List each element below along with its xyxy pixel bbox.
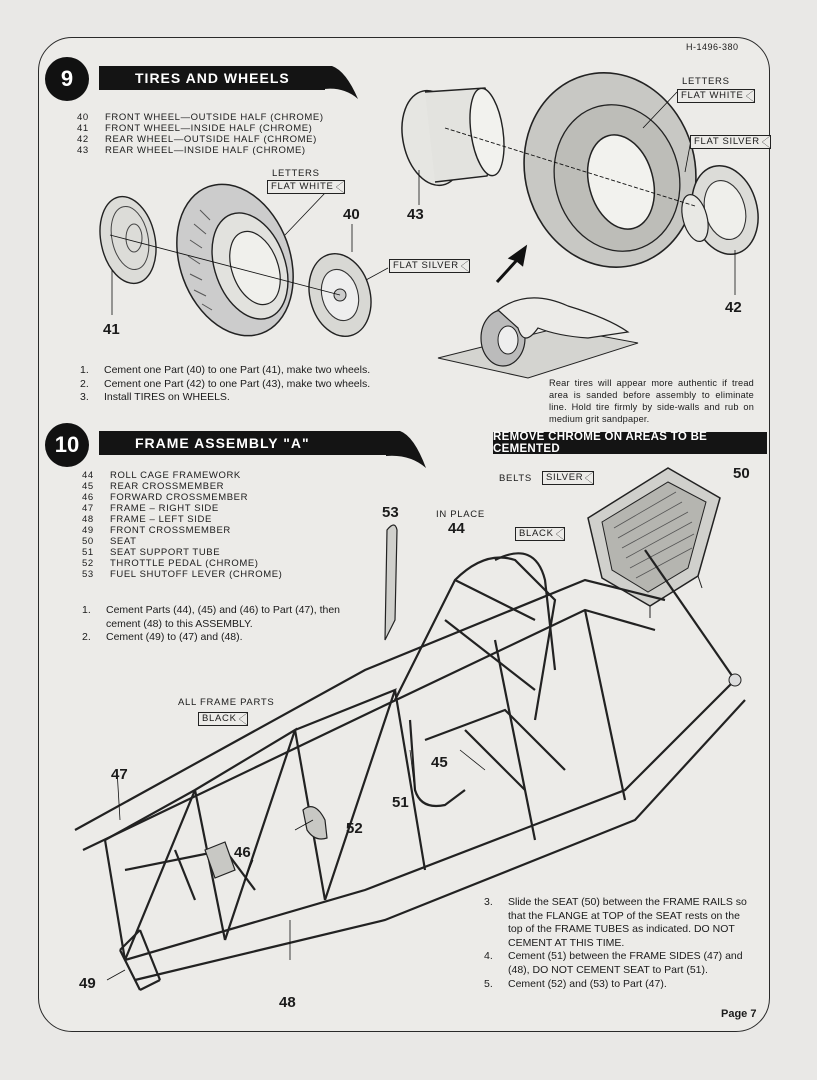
flat-white-tag-rear: FLAT WHITE [677,89,755,103]
part-label-49: 49 [79,975,96,992]
frame-illustration [74,524,746,991]
step-row: 3.Slide the SEAT (50) between the FRAME … [484,896,747,949]
step-row: 1.Cement Parts (44), (45) and (46) to Pa… [82,604,341,630]
step-10-badge: 10 [45,423,89,467]
part-label-48: 48 [279,994,296,1011]
document-code: H-1496-380 [686,42,739,52]
step-row: 4.Cement (51) between the FRAME SIDES (4… [484,950,743,976]
part-label-40: 40 [343,206,360,223]
remove-chrome-banner: REMOVE CHROME ON AREAS TO BE CEMENTED [493,431,767,455]
sanding-illustration [437,297,639,379]
flat-white-tag-front: FLAT WHITE [267,180,345,194]
step-row: 3.Install TIRES on WHEELS. [80,391,230,404]
part-label-52: 52 [346,820,363,837]
letters-label-rear: LETTERS [682,76,730,87]
section-10-steps-a: 1.Cement Parts (44), (45) and (46) to Pa… [82,604,342,645]
step-9-badge: 9 [45,57,89,101]
step-row: 5.Cement (52) and (53) to Part (47). [484,977,667,990]
sanding-note: Rear tires will appear more authentic if… [549,378,754,424]
part-label-43: 43 [407,206,424,223]
step-row: 2.Cement one Part (42) to one Part (43),… [80,377,371,390]
part-label-45: 45 [431,754,448,771]
silver-tag: SILVER [542,471,595,485]
step-row: 2.Cement (49) to (47) and (48). [82,631,243,644]
part-label-41: 41 [103,321,120,338]
seat-illustration [587,467,721,618]
banner-arrow-9 [318,66,358,99]
section-10-steps-b: 3.Slide the SEAT (50) between the FRAME … [484,896,756,991]
all-frame-parts-label: ALL FRAME PARTS [178,697,275,708]
flat-silver-tag-front: FLAT SILVER [389,259,470,273]
part-label-47: 47 [111,766,128,783]
banner-arrow-10 [386,431,426,468]
part-label-50: 50 [733,465,750,482]
part-label-42: 42 [725,299,742,316]
page-number: Page 7 [721,1008,757,1020]
part-label-51: 51 [392,794,409,811]
part-label-46: 46 [234,844,251,861]
section-9-title: TIRES AND WHEELS [99,66,325,90]
flat-silver-tag-rear: FLAT SILVER [690,135,771,149]
section-9-steps: 1.Cement one Part (40) to one Part (41),… [80,364,420,405]
section-10-title: FRAME ASSEMBLY "A" [99,431,393,455]
black-frame-tag: BLACK [198,712,248,726]
front-wheel-illustration [99,183,389,338]
part-label-53: 53 [382,504,399,521]
step-row: 1.Cement one Part (40) to one Part (41),… [80,364,371,376]
in-place-label: IN PLACE [436,509,485,520]
belts-label: BELTS [499,473,532,484]
part-label-44: 44 [448,520,465,537]
letters-label-front: LETTERS [272,168,320,179]
rear-wheel-illustration [401,72,759,295]
black-seat-tag: BLACK [515,527,565,541]
